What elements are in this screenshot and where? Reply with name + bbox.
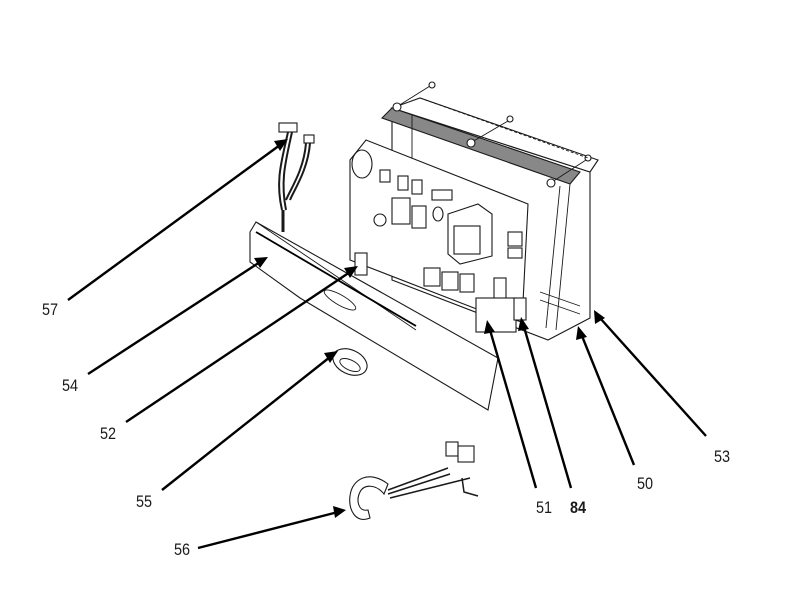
connector-clip (354, 252, 368, 276)
wire-harness-hook (349, 441, 479, 520)
arrowhead-icon (484, 320, 495, 334)
arrowhead-icon (274, 139, 288, 151)
leader-line-50 (576, 326, 636, 466)
board-connector (513, 297, 527, 321)
screw-icon (466, 115, 514, 148)
callout-84: 84 (570, 498, 587, 517)
leader-line-53 (594, 310, 707, 437)
screw-icon (546, 154, 592, 188)
screw-icon (392, 81, 436, 112)
arrowhead-icon (324, 351, 338, 363)
callout-53: 53 (714, 447, 731, 466)
callout-51: 51 (536, 498, 553, 517)
callout-54: 54 (62, 376, 79, 395)
wire-harness-connector (278, 122, 315, 232)
leader-line-51 (484, 320, 538, 489)
leader-line-84 (518, 317, 573, 489)
control-board (349, 139, 529, 333)
screws (392, 81, 592, 188)
callout-55: 55 (136, 492, 153, 511)
arrowhead-icon (518, 317, 529, 331)
leader-line-55 (161, 351, 338, 491)
arrowhead-icon (254, 257, 268, 268)
callout-56: 56 (174, 540, 191, 559)
callout-57: 57 (42, 300, 59, 319)
arrowhead-icon (344, 266, 358, 278)
grommet (332, 348, 368, 376)
leader-line-57 (67, 139, 288, 301)
callout-52: 52 (100, 424, 117, 443)
arrowhead-icon (594, 310, 605, 324)
leader-line-52 (125, 266, 358, 423)
callout-50: 50 (637, 474, 654, 493)
arrowhead-icon (576, 326, 587, 340)
insulating-sheet (249, 221, 499, 411)
arrowhead-icon (333, 506, 346, 518)
leader-line-54 (87, 257, 268, 376)
leader-line-56 (197, 506, 346, 550)
